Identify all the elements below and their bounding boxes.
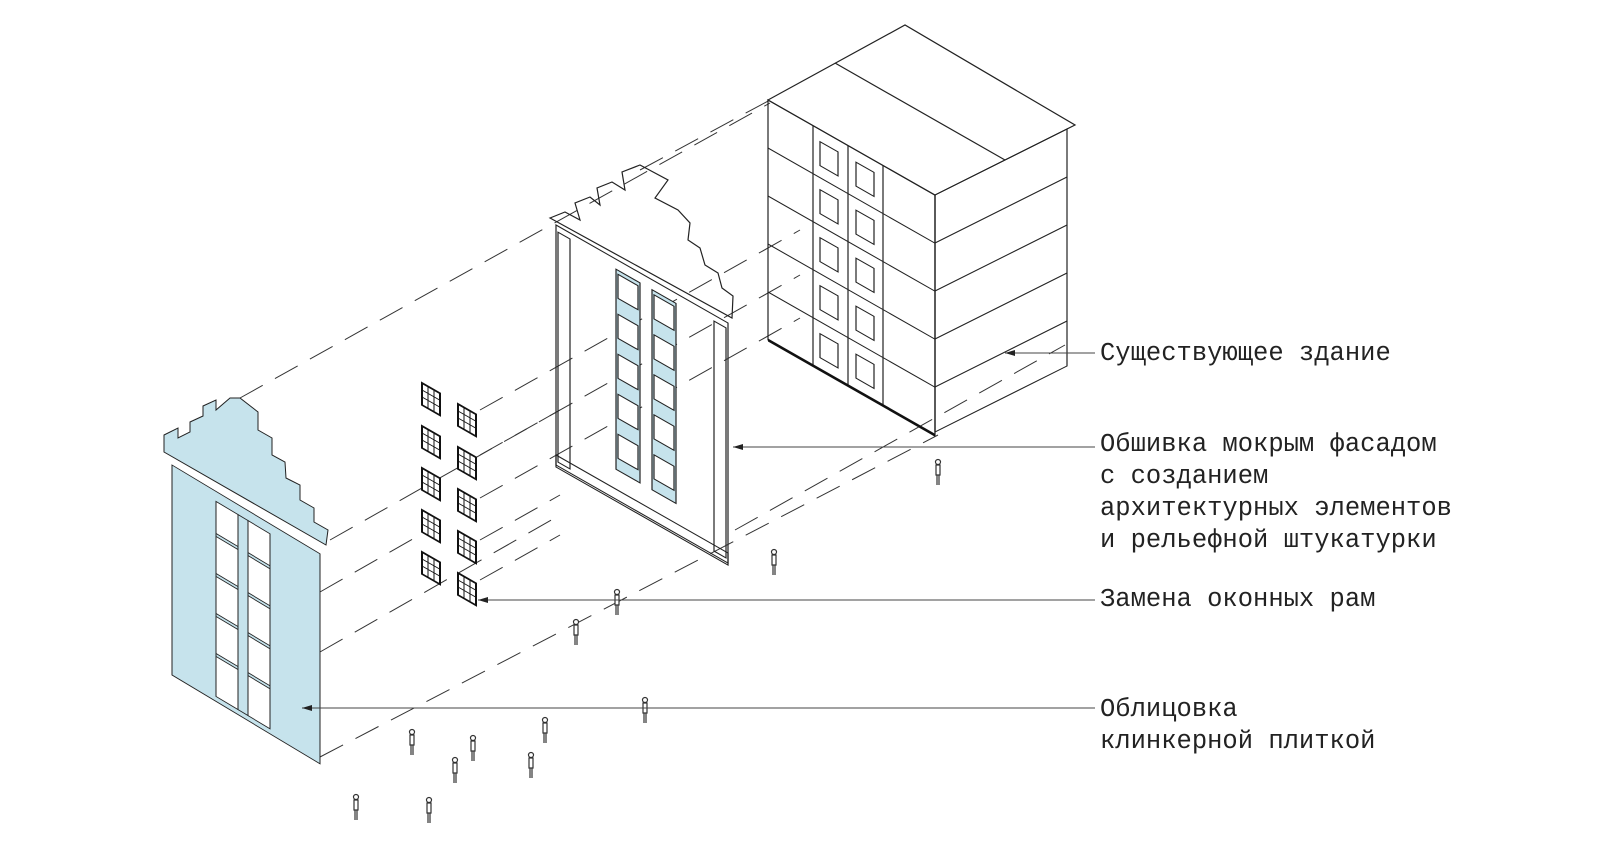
label-clinker-cladding: Облицовка клинкерной плиткой xyxy=(1100,694,1375,758)
label-line: с созданием xyxy=(1100,462,1269,491)
label-line: архитектурных элементов xyxy=(1100,494,1452,523)
label-window-replacement: Замена оконных рам xyxy=(1100,584,1375,616)
window-frames xyxy=(421,381,477,607)
label-line: и рельефной штукатурки xyxy=(1100,526,1437,555)
label-line: клинкерной плиткой xyxy=(1100,727,1376,756)
label-line: Обшивка мокрым фасадом xyxy=(1100,430,1437,459)
people-figures xyxy=(352,458,942,823)
projection-lines xyxy=(239,99,1066,758)
label-wet-facade: Обшивка мокрым фасадом с созданием архитек… xyxy=(1100,429,1452,557)
clinker-panel xyxy=(163,397,329,765)
label-existing-building: Существующее здание xyxy=(1100,338,1391,370)
existing-building xyxy=(766,24,1077,437)
label-line: Облицовка xyxy=(1100,695,1238,724)
label-line: Существующее здание xyxy=(1100,339,1391,368)
leader-lines xyxy=(302,350,1095,711)
label-line: Замена оконных рам xyxy=(1100,585,1376,614)
wet-facade-panel xyxy=(548,164,734,566)
